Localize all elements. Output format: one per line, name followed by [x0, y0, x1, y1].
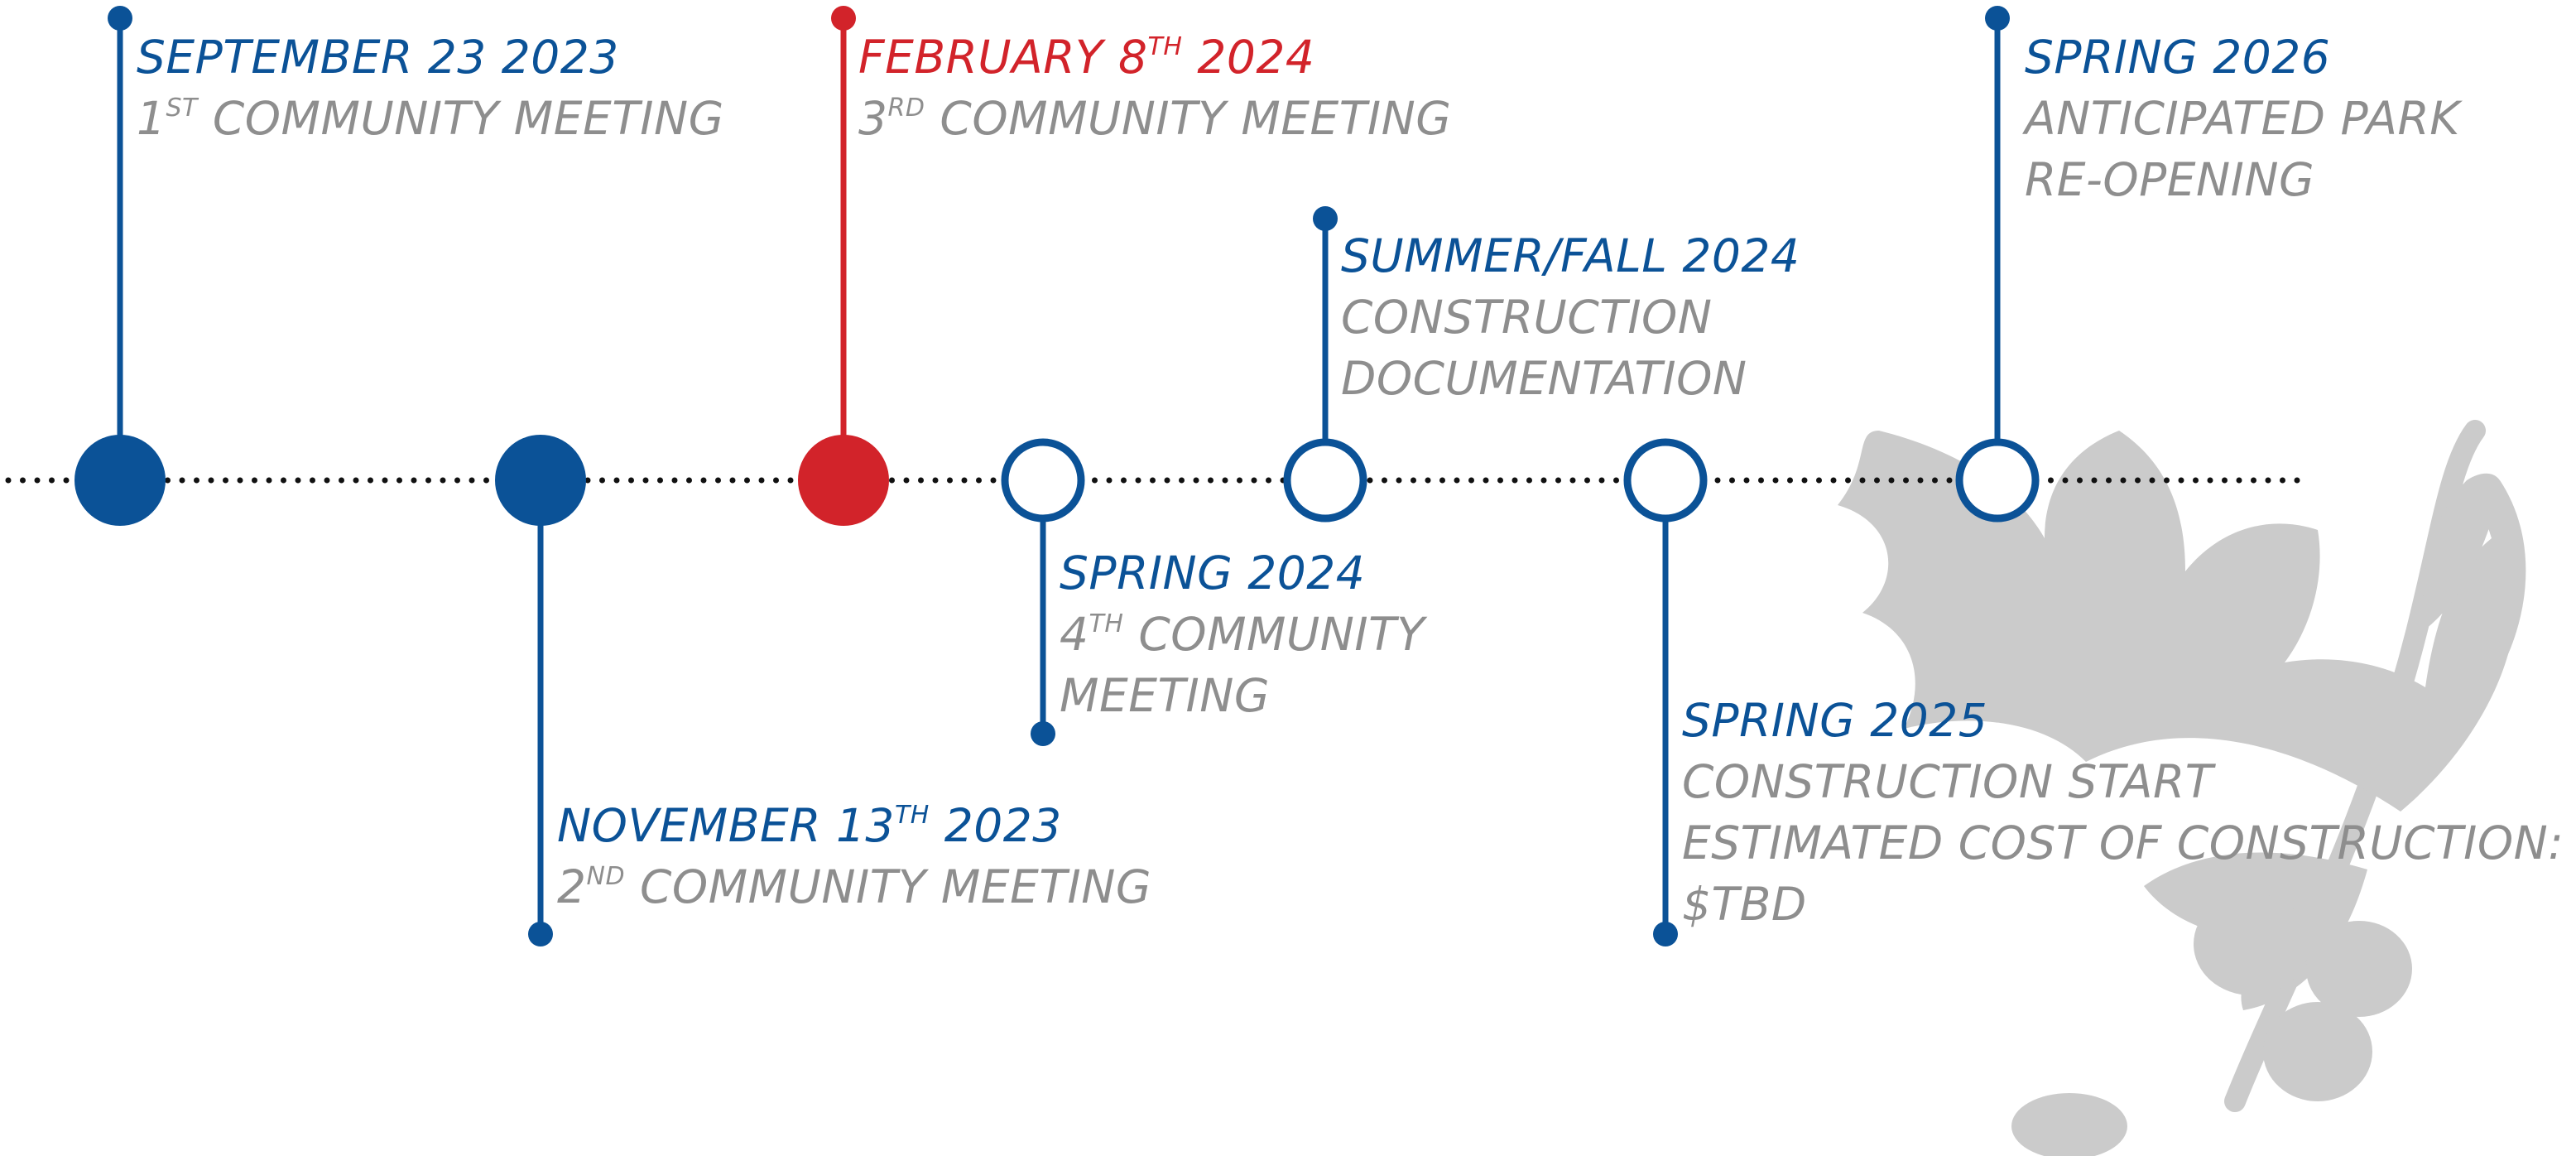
event-label: SEPTEMBER 23 2023 1ST COMMUNITY MEETING	[137, 26, 724, 149]
event-description-line: DOCUMENTATION	[1341, 352, 1747, 405]
event-connector-endpoint	[1653, 922, 1678, 946]
event-description: CONSTRUCTION DOCUMENTATION	[1341, 287, 1800, 409]
event-description-line: $TBD	[1682, 878, 1807, 931]
event-marker-upcoming	[1623, 438, 1708, 523]
timeline-events	[74, 6, 2040, 946]
event-description-line: 4TH COMMUNITY	[1060, 608, 1425, 661]
timeline-event	[798, 6, 889, 526]
event-description-line: MEETING	[1060, 669, 1271, 722]
event-label: NOVEMBER 13TH 2023 2ND COMMUNITY MEETING	[557, 795, 1151, 918]
timeline-event	[1623, 438, 1708, 946]
event-description-line: RE-OPENING	[2025, 153, 2315, 206]
event-description-line: ANTICIPATED PARK	[2025, 92, 2460, 145]
event-date: SEPTEMBER 23 2023	[137, 31, 619, 84]
event-label: FEBRUARY 8TH 2024 3RD COMMUNITY MEETING	[858, 26, 1451, 149]
event-connector-endpoint	[528, 922, 553, 946]
event-description-line: 3RD COMMUNITY MEETING	[858, 92, 1452, 145]
event-date: SPRING 2025	[1682, 694, 1988, 747]
event-date: SPRING 2024	[1060, 547, 1366, 600]
event-date: FEBRUARY 8TH 2024	[858, 31, 1315, 84]
event-description: ANTICIPATED PARK RE-OPENING	[2025, 88, 2460, 210]
event-date: SPRING 2026	[2025, 31, 2331, 84]
event-description-line: CONSTRUCTION	[1341, 291, 1713, 344]
timeline-event	[1001, 438, 1085, 746]
event-marker-upcoming	[1001, 438, 1085, 523]
event-description: 3RD COMMUNITY MEETING	[858, 88, 1451, 149]
event-connector-endpoint	[1985, 6, 2010, 31]
watermark-acorn	[2263, 1002, 2372, 1101]
timeline-event	[495, 435, 586, 946]
event-description-line: 1ST COMMUNITY MEETING	[137, 92, 724, 145]
watermark-leaf	[1838, 431, 2526, 812]
watermark-acorn	[2306, 921, 2412, 1017]
event-description-line: ESTIMATED COST OF CONSTRUCTION:	[1682, 816, 2564, 869]
timeline-event	[1283, 206, 1367, 523]
timeline-event	[74, 6, 166, 526]
event-marker-current	[798, 435, 889, 526]
event-connector-endpoint	[831, 6, 856, 31]
watermark-leaf-upper	[2423, 473, 2502, 629]
oak-leaf-acorn-icon	[1838, 420, 2526, 1156]
event-connector-endpoint	[108, 6, 132, 31]
event-label: SPRING 2024 4TH COMMUNITY MEETING	[1060, 542, 1425, 726]
watermark-acorn	[2011, 1093, 2127, 1156]
event-description: 4TH COMMUNITY MEETING	[1060, 604, 1425, 726]
event-description: 1ST COMMUNITY MEETING	[137, 88, 724, 149]
event-marker-upcoming	[1283, 438, 1367, 523]
event-connector-endpoint	[1031, 721, 1055, 746]
timeline-event	[1955, 6, 2040, 523]
event-description-line: CONSTRUCTION START	[1682, 755, 2213, 808]
event-connector-endpoint	[1313, 206, 1338, 231]
event-marker-upcoming	[1955, 438, 2040, 523]
event-marker-complete	[74, 435, 166, 526]
watermark-acorn	[2194, 893, 2309, 995]
event-description: 2ND COMMUNITY MEETING	[557, 856, 1151, 918]
event-description-line: 2ND COMMUNITY MEETING	[557, 860, 1151, 913]
event-date: NOVEMBER 13TH 2023	[557, 799, 1062, 852]
event-date: SUMMER/FALL 2024	[1341, 229, 1800, 282]
event-description: CONSTRUCTION START ESTIMATED COST OF CONS…	[1682, 751, 2564, 935]
event-marker-complete	[495, 435, 586, 526]
